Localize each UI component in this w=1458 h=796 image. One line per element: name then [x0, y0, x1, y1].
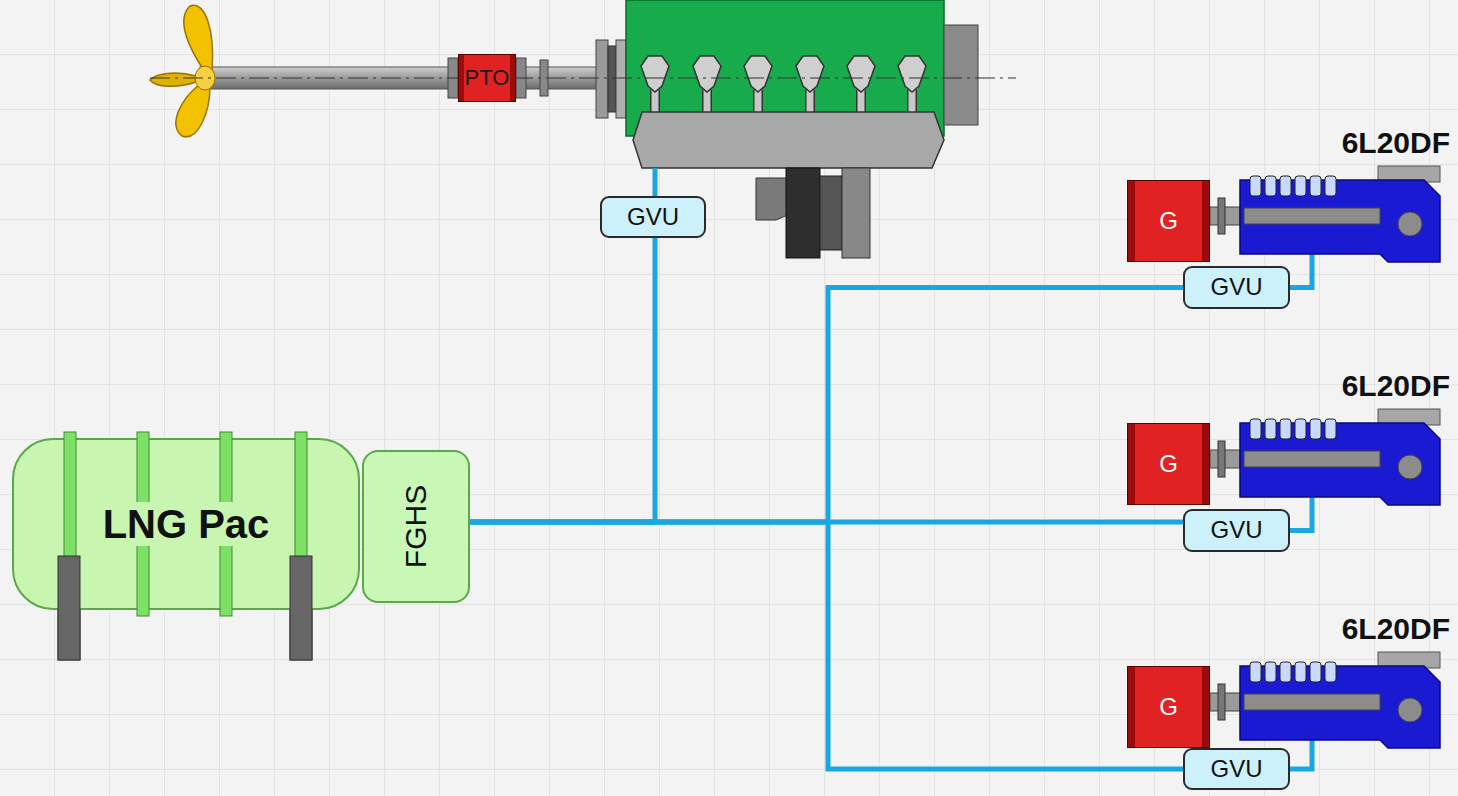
tank-leg	[290, 556, 312, 660]
engine-pulley	[1398, 698, 1422, 722]
gas-pipe	[653, 168, 658, 197]
gas-valve-unit: GVU	[1183, 266, 1290, 309]
engine-base	[1244, 451, 1380, 467]
turbo-body	[786, 168, 820, 258]
engine-cylinder	[1295, 419, 1306, 439]
pto-box: PTO	[458, 54, 516, 102]
generator-box: G	[1127, 666, 1210, 748]
engine-cylinder	[1295, 176, 1306, 196]
tank-leg	[58, 556, 80, 660]
node-label: GVU	[1210, 517, 1262, 543]
node-label: LNG Pac	[99, 502, 274, 546]
engine-pulley	[1398, 455, 1422, 479]
node-label: G	[1159, 208, 1178, 234]
engine-model-label: 6L20DF	[1342, 369, 1450, 402]
gas-pipe	[1290, 497, 1312, 531]
gas-pipe	[470, 238, 655, 522]
engine-cylinder	[1325, 176, 1336, 196]
cylinder-head	[898, 56, 926, 92]
turbocharger	[756, 168, 870, 258]
turbo-body	[842, 168, 870, 258]
engine-cylinder	[1325, 662, 1336, 682]
engine-cylinder	[1250, 176, 1261, 196]
engine-model-label: 6L20DF	[1342, 612, 1450, 645]
engine-cylinder	[1280, 662, 1291, 682]
node-label: G	[1159, 694, 1178, 720]
engine-cylinder	[1265, 662, 1276, 682]
turbo-housing	[756, 178, 790, 220]
flywheel	[596, 40, 608, 118]
propeller-blade	[184, 5, 213, 72]
aux-engine: 6L20DF	[1238, 166, 1442, 264]
engine-cylinder	[1310, 176, 1321, 196]
engine-cylinder	[1265, 419, 1276, 439]
gas-pipe	[1290, 740, 1312, 769]
engine-cylinder	[1280, 176, 1291, 196]
engine-shape	[1238, 409, 1442, 507]
gas-pipe	[470, 288, 1183, 523]
generator-box: G	[1127, 180, 1210, 262]
flywheel	[608, 46, 616, 112]
coupling-flange	[1218, 441, 1225, 477]
engine-manifold	[633, 112, 944, 168]
tank-leg	[290, 556, 312, 660]
aux-engine: 6L20DF	[1238, 652, 1442, 750]
engine-base	[1244, 694, 1380, 710]
engine-cylinder	[1310, 662, 1321, 682]
gas-valve-unit: GVU	[1183, 748, 1290, 790]
lng-tank: LNG Pac	[12, 438, 360, 610]
coupling-flange	[1218, 684, 1225, 720]
node-label: GVU	[627, 204, 679, 230]
engine-shape	[1238, 652, 1442, 750]
node-label: GVU	[1210, 756, 1262, 782]
engine-cylinder	[1265, 176, 1276, 196]
engine-base	[1244, 208, 1380, 224]
node-label: G	[1159, 451, 1178, 477]
node-label: PTO	[465, 66, 510, 90]
engine-shape	[1238, 166, 1442, 264]
propeller-blade	[150, 73, 196, 86]
engine-pulley	[1398, 212, 1422, 236]
engine-cylinder	[1250, 419, 1261, 439]
fuel-gas-handling: FGHS	[362, 450, 470, 603]
aux-engine: 6L20DF	[1238, 409, 1442, 507]
cylinder-head	[744, 56, 772, 92]
generator-box: G	[1127, 423, 1210, 505]
cylinder-head	[693, 56, 721, 92]
engine-cylinder	[1280, 419, 1291, 439]
tank-leg	[58, 556, 80, 660]
propeller	[150, 5, 215, 137]
cylinder-head	[847, 56, 875, 92]
node-label: GVU	[1210, 274, 1262, 300]
engine-cylinder	[1310, 419, 1321, 439]
coupling-flange	[1218, 198, 1225, 234]
engine-end-cover	[944, 25, 978, 125]
shaft-centerline	[150, 77, 1016, 78]
cylinder-row	[641, 56, 926, 115]
flywheel	[616, 40, 626, 118]
engine-model-label: 6L20DF	[1342, 126, 1450, 159]
cylinder-head	[641, 56, 669, 92]
gas-pipe	[470, 522, 1183, 769]
gas-valve-unit: GVU	[600, 196, 706, 238]
turbo-body	[820, 176, 842, 250]
node-label: FGHS	[400, 485, 433, 568]
gas-pipe	[1290, 254, 1312, 288]
cylinder-head	[796, 56, 824, 92]
propeller-blade	[176, 84, 210, 137]
gas-valve-unit: GVU	[1183, 509, 1290, 552]
engine-cylinder	[1250, 662, 1261, 682]
engine-cylinder	[1325, 419, 1336, 439]
engine-cylinder	[1295, 662, 1306, 682]
